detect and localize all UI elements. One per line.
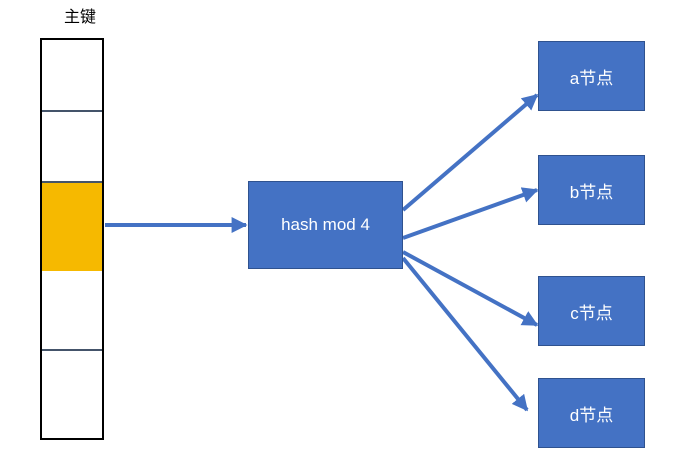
node-d: d节点: [538, 378, 645, 448]
key-cell-highlighted: [42, 183, 102, 271]
node-a: a节点: [538, 41, 645, 111]
node-b: b节点: [538, 155, 645, 225]
arrow-hash-to-d: [401, 256, 529, 412]
node-c: c节点: [538, 276, 645, 346]
arrow-hash-to-a: [401, 93, 539, 212]
hash-box: hash mod 4: [248, 181, 403, 269]
key-column: [40, 38, 104, 440]
key-cell: [42, 112, 102, 183]
primary-key-title: 主键: [64, 7, 97, 26]
arrow-hash-to-b: [402, 187, 539, 240]
key-cell: [42, 271, 102, 351]
key-cell: [42, 40, 102, 112]
arrow-hash-to-c: [402, 250, 539, 327]
